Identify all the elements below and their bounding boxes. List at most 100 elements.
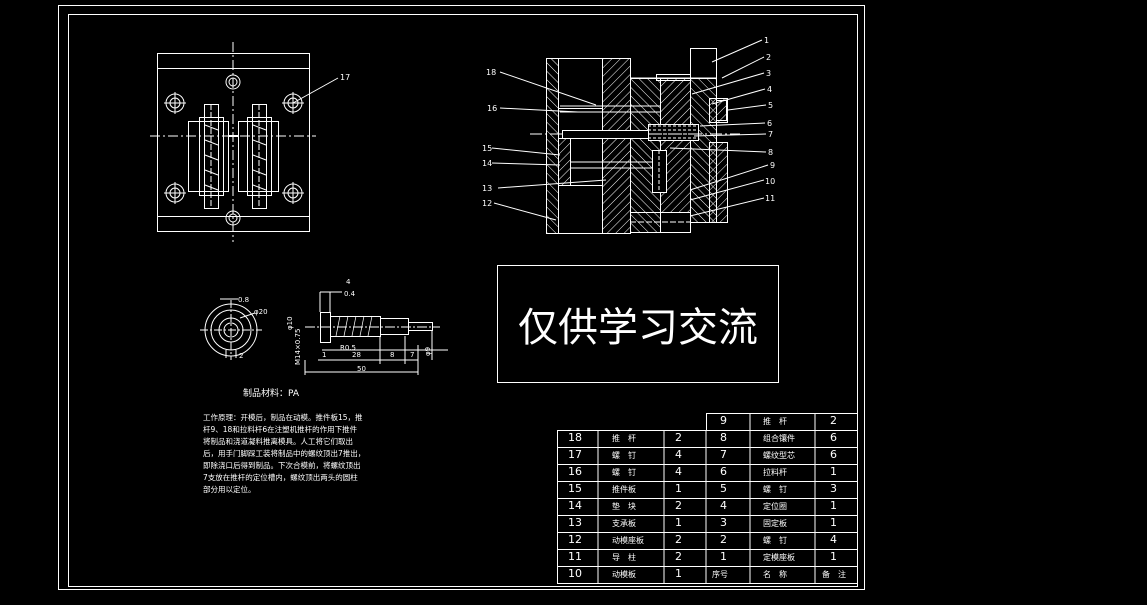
section-label-6: 6 — [767, 119, 772, 128]
work-note-line: 7支放在推杆的定位槽内，螺纹顶出两头的圆柱 — [203, 473, 358, 482]
bom-right-no: 1 — [720, 550, 727, 563]
section-label-12: 12 — [482, 199, 492, 208]
section-label-7: 7 — [768, 130, 773, 139]
bom-left-qty: 4 — [675, 448, 682, 461]
bom-left-name: 动模板 — [612, 570, 636, 579]
plan-label-17: 17 — [340, 73, 350, 82]
section-right-leaders: 1 2 3 4 5 6 7 8 9 10 11 — [669, 36, 775, 217]
bom-right-no: 7 — [720, 448, 727, 461]
section-label-14: 14 — [482, 159, 492, 168]
bom-left-qty: 2 — [675, 533, 682, 546]
work-note-line: 即除浇口后得到制品。下次合模前，将螺纹顶出 — [203, 461, 361, 470]
bom-left-name: 导 柱 — [612, 553, 636, 562]
bom-left-qty: 4 — [675, 465, 682, 478]
bom-right-no: 3 — [720, 516, 727, 529]
dim-2: 2 — [239, 352, 243, 360]
dim-8: 8 — [390, 351, 394, 359]
section-label-9: 9 — [770, 161, 775, 170]
bom-table-grid — [557, 413, 858, 584]
bom-left-qty: 1 — [675, 516, 682, 529]
bom-left-no: 13 — [568, 516, 582, 529]
section-label-10: 10 — [765, 177, 775, 186]
bom-left-qty: 2 — [675, 550, 682, 563]
dim-0-4: 0.4 — [344, 290, 356, 298]
bom-right-qty: 1 — [830, 516, 837, 529]
bom-header-note: 备 注 — [822, 570, 846, 579]
bom-right-no: 6 — [720, 465, 727, 478]
bom-left-name: 垫 块 — [612, 502, 636, 511]
dim-1: 1 — [322, 351, 326, 359]
bom-left-name: 支承板 — [612, 519, 636, 528]
bom-left-qty: 2 — [675, 431, 682, 444]
bom-right-no: 5 — [720, 482, 727, 495]
dim-4: 4 — [346, 278, 351, 286]
section-label-4: 4 — [767, 85, 772, 94]
bom-left-name: 推件板 — [612, 485, 636, 494]
bom-left-no: 10 — [568, 567, 582, 580]
section-label-8: 8 — [768, 148, 773, 157]
dim-0-8: 0.8 — [238, 296, 249, 304]
section-label-16: 16 — [487, 104, 497, 113]
dim-50: 50 — [357, 365, 366, 373]
plan-view: 17 — [150, 42, 350, 242]
dim-r0-5: R0.5 — [340, 344, 356, 352]
dim-28: 28 — [352, 351, 361, 359]
bom-right-no: 2 — [720, 533, 727, 546]
bom-right-name: 组合镶件 — [763, 434, 795, 443]
bom-left-no: 16 — [568, 465, 582, 478]
bom-left-no: 14 — [568, 499, 582, 512]
work-note-line: 杆9、18和拉料杆6在注塑机推杆的作用下推件 — [203, 425, 358, 434]
bom-left-name: 动模座板 — [612, 536, 644, 545]
section-label-5: 5 — [768, 101, 773, 110]
outer-frame — [58, 5, 865, 590]
bom-left-no: 17 — [568, 448, 582, 461]
bom-left-qty: 1 — [675, 482, 682, 495]
bom-left-no: 12 — [568, 533, 582, 546]
bom-left-no: 11 — [568, 550, 582, 563]
bom-left-qty: 2 — [675, 499, 682, 512]
bom-right-qty: 1 — [830, 465, 837, 478]
section-label-3: 3 — [766, 69, 771, 78]
watermark-text: 仅供学习交流 — [518, 305, 758, 351]
bom-right-name: 定模座板 — [763, 553, 795, 562]
bom-right-qty: 4 — [830, 533, 837, 546]
bom-right-qty: 6 — [830, 448, 837, 461]
part-drawing: 0.8 φ20 2 4 0.4 φ10 M14×0.75 1 R0.5 28 8… — [200, 278, 448, 375]
bom-right-name: 螺 钉 — [763, 536, 787, 545]
bom-right-qty: 6 — [830, 431, 837, 444]
bom-right-qty: 1 — [830, 499, 837, 512]
work-notes: 工作原理：开模后，制品在动模。推件板15，推 杆9、18和拉料杆6在注塑机推杆的… — [203, 412, 375, 496]
section-label-18: 18 — [486, 68, 496, 77]
watermark-box: 仅供学习交流 — [497, 265, 779, 383]
bom-right-name: 螺 钉 — [763, 485, 787, 494]
bom-right-no: 4 — [720, 499, 727, 512]
bom-left-no: 18 — [568, 431, 582, 444]
bom-right-qty: 3 — [830, 482, 837, 495]
bom-left-qty: 1 — [675, 567, 682, 580]
bom-right-no: 9 — [720, 414, 727, 427]
bom-left-no: 15 — [568, 482, 582, 495]
bom-header-no: 序号 — [712, 570, 728, 579]
bom-left-name: 螺 钉 — [612, 451, 636, 460]
bom-header-name: 名 称 — [763, 570, 787, 579]
bom-left-name: 推 杆 — [612, 434, 636, 443]
section-label-1: 1 — [764, 36, 769, 45]
section-view — [530, 48, 740, 234]
dim-m14: M14×0.75 — [294, 329, 302, 365]
section-label-2: 2 — [766, 53, 771, 62]
bom-right-name: 定位圈 — [763, 502, 787, 511]
dim-phi-10: φ10 — [286, 316, 294, 330]
work-note-line: 工作原理：开模后，制品在动模。推件板15，推 — [203, 413, 363, 422]
bom-right-qty: 1 — [830, 550, 837, 563]
work-note-line: 部分用以定位。 — [203, 485, 256, 494]
dim-phi-20: φ20 — [254, 308, 268, 316]
bom-left-name: 螺 钉 — [612, 468, 636, 477]
work-note-line: 后，用手门脚踩工装将制品中的螺纹顶出7推出， — [203, 449, 366, 458]
bom-right-no: 8 — [720, 431, 727, 444]
material-label: 制品材料：PA — [243, 389, 300, 399]
bom-right-name: 推 杆 — [763, 417, 787, 426]
bom-right-name: 拉料杆 — [763, 468, 787, 477]
section-label-13: 13 — [482, 184, 492, 193]
bom-right-qty: 2 — [830, 414, 837, 427]
